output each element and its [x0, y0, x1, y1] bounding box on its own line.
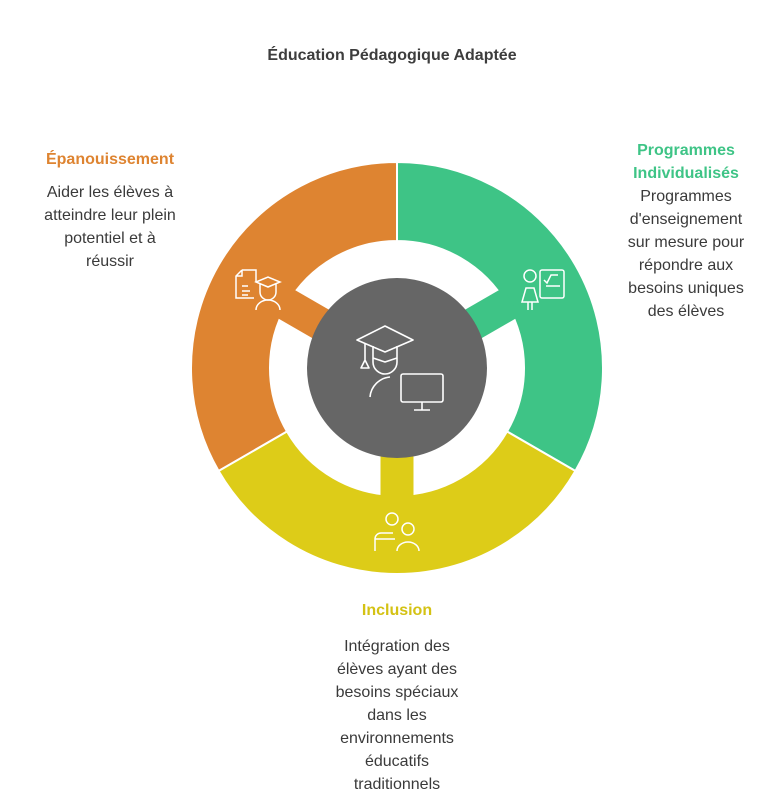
teacher-board-icon	[521, 269, 565, 310]
segment-body-line: Intégration des	[344, 638, 450, 655]
segment-inclusion	[217, 430, 577, 575]
document-graduate-icon	[235, 269, 282, 311]
segment-body-line: Programmes	[640, 188, 732, 205]
segment-title: Individualisés	[633, 165, 739, 182]
segment-body-line: dans les	[367, 707, 427, 724]
label-epanouissement: Épanouissement Aider les élèves à attein…	[10, 148, 210, 273]
segment-body-line: des élèves	[647, 303, 725, 320]
diagram-title: Éducation Pédagogique Adaptée	[267, 47, 517, 64]
segment-body-line: réussir	[85, 253, 134, 270]
segment-body-line: répondre aux	[638, 257, 734, 274]
label-inclusion: Inclusion Intégration des élèves ayant d…	[297, 599, 497, 796]
segment-body-line: Aider les élèves à	[46, 184, 174, 201]
segment-body-line: éducatifs	[364, 753, 430, 770]
spoke-inclusion	[380, 448, 414, 500]
label-programmes: Programmes Individualisés Programmes d'e…	[596, 139, 776, 323]
segment-body-line: besoins spéciaux	[335, 684, 459, 701]
segment-body-line: d'enseignement	[629, 211, 743, 228]
segment-body-line: potentiel et à	[64, 230, 156, 247]
segment-title: Inclusion	[361, 602, 433, 619]
segment-body-line: sur mesure pour	[627, 234, 745, 251]
segment-body-line: élèves ayant des	[336, 661, 458, 678]
segment-body-line: besoins uniques	[628, 280, 744, 297]
center-circle	[307, 278, 487, 458]
segment-epanouissement	[190, 160, 398, 473]
segment-programmes	[396, 160, 604, 473]
segment-title: Épanouissement	[45, 151, 175, 168]
segment-body-line: traditionnels	[353, 776, 441, 793]
graduate-computer-icon	[356, 325, 444, 411]
segment-title: Programmes	[637, 142, 735, 159]
student-teacher-icon	[374, 512, 420, 552]
segment-body-line: atteindre leur plein	[44, 207, 176, 224]
segment-body-line: environnements	[340, 730, 454, 747]
